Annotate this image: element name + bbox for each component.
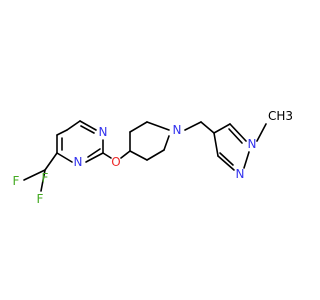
bond-n-ch2 [184, 121, 202, 131]
bond-pyr-n3-c4 [56, 152, 73, 163]
atom-n-piperidine: N [173, 123, 182, 137]
bond-pz-c3-c4 [213, 132, 219, 157]
bond-pyr-c5-c6 [56, 129, 68, 136]
atom-methyl: CH3 [268, 109, 293, 123]
bond-pip-c3b-c4 [129, 150, 148, 161]
bond-pip-n-c2b [163, 135, 170, 151]
atom-f-top: F [42, 171, 49, 185]
bond-pyr-c6-c5 [66, 120, 81, 131]
atom-n-pyrazole-1: N [248, 137, 257, 151]
bond-cf3-f-bottom [40, 169, 46, 192]
molecule-canvas: N N O N N N CH3 F F F [13, 109, 294, 206]
atom-n-pyrimidine-bottom: N [74, 155, 83, 169]
bond-cf3-f-left [23, 169, 46, 181]
bond-c2-o [102, 152, 112, 159]
atom-n-pyrazole-2: N [236, 167, 245, 181]
bond-pyr-c5-n1-double [80, 125, 95, 134]
bond-c4-cf3 [44, 152, 58, 171]
atom-o-ether: O [111, 155, 120, 169]
bond-pz-n2-c3 [217, 155, 235, 171]
bond-pz-c5-n1-double [228, 128, 243, 144]
bond-pyr-c5-n1 [79, 120, 97, 131]
bond-pz-c5-n1 [229, 123, 247, 142]
bond-pip-c2b-c3b [146, 149, 165, 161]
atom-f-left: F [13, 174, 20, 188]
bond-n1-methyl [256, 123, 267, 142]
bond-ch2-pyrazole [200, 121, 215, 134]
atom-n-pyrimidine-top: N [99, 125, 108, 139]
bond-o-c4pip [120, 150, 131, 159]
molecule-structure: N N O N N N CH3 F F F [13, 109, 294, 206]
bond-pyr-c2-n3-double [87, 148, 101, 158]
atom-f-bottom: F [37, 192, 44, 206]
bond-pip-c2a-n [146, 121, 170, 131]
bond-group [23, 120, 267, 192]
bond-pz-n1-n2 [243, 151, 250, 169]
bond-pyr-c2-n3 [85, 152, 104, 163]
bond-pip-c3a-c2a [129, 121, 148, 133]
bond-pz-n2-c3-double [219, 152, 234, 166]
bond-pz-c4-c5 [213, 123, 231, 134]
